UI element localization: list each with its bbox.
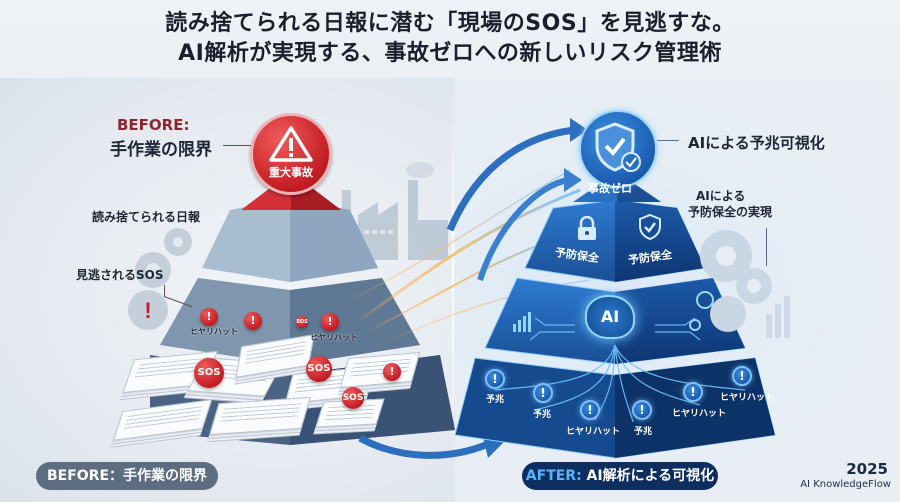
critical-accident-label: 重大事故 [269, 166, 313, 179]
callout-line [223, 145, 251, 146]
critical-accident-badge: 重大事故 [250, 113, 332, 195]
zero-accident-label: 事故ゼロ [588, 182, 632, 195]
after-summary-pill: AFTER: AI解析による可視化 [522, 462, 718, 490]
alert-exclamation-icon: ! [533, 383, 553, 403]
year-label: 2025 [846, 460, 888, 478]
sign-label: 予兆 [486, 395, 505, 405]
near-miss-label: ヒヤリハット [672, 409, 727, 419]
alert-exclamation-icon: ! [321, 313, 339, 331]
before-tag: BEFORE: [117, 116, 190, 134]
zero-accident-badge [579, 110, 657, 188]
ai-brain-icon: AI [585, 295, 635, 339]
svg-text:!: ! [144, 298, 151, 323]
after-pyramid [455, 200, 775, 459]
before-heading: 手作業の限界 [110, 140, 212, 160]
alert-exclamation-icon: ! [732, 366, 752, 386]
callout-ai-prediction: AIによる予兆可視化 [688, 134, 825, 152]
near-miss-label: ヒヤリハット [310, 333, 358, 342]
panel-divider [452, 80, 454, 460]
layer-label-daily-reports: 読み捨てられる日報 [92, 210, 201, 224]
layer-label-missed-sos: 見逃されるSOS [76, 268, 164, 282]
after-prefix: AFTER: [525, 468, 582, 484]
alert-exclamation-icon: ! [632, 400, 652, 420]
callout-line [766, 228, 767, 266]
brand-label: AI KnowledgeFlow [800, 479, 891, 490]
gear-icon: ! [128, 228, 192, 330]
sign-label: 予兆 [634, 427, 653, 437]
warning-triangle-icon [269, 126, 313, 162]
padlock-icon [578, 216, 596, 240]
title-line-2: AI解析が実現する、事故ゼロへの新しいリスク管理術 [178, 41, 722, 66]
shield-check-icon [595, 122, 641, 172]
callout-ai-maintenance-line1: AIによる [696, 189, 746, 203]
progress-arrows [446, 118, 588, 281]
alert-exclamation-icon: ! [580, 400, 600, 420]
callout-line [657, 140, 679, 141]
near-miss-label: ヒヤリハット [190, 327, 238, 336]
sign-label: 予兆 [533, 410, 552, 420]
title-line-1: 読み捨てられる日報に潜む「現場のSOS」を見逃すな。 [165, 11, 735, 36]
page-title: 読み捨てられる日報に潜む「現場のSOS」を見逃すな。 AI解析が実現する、事故ゼ… [0, 9, 900, 69]
callout-ai-maintenance-line2: 予防保全の実現 [688, 205, 773, 219]
sos-badge: SOS [306, 356, 332, 382]
sos-badge: SOS [342, 387, 364, 409]
near-miss-label: ヒヤリハット [720, 393, 775, 403]
sos-badge-small: SOS [296, 316, 308, 328]
gear-icon [700, 230, 790, 338]
alert-exclamation-icon: ! [485, 369, 505, 389]
alert-exclamation-icon: ! [683, 382, 703, 402]
alert-exclamation-icon: ! [244, 312, 262, 330]
alert-exclamation-icon: ! [383, 363, 401, 381]
callout-line [164, 285, 165, 297]
after-label: AI解析による可視化 [581, 468, 715, 484]
before-summary-pill: BEFORE：手作業の限界 [36, 462, 218, 490]
sos-badge: SOS [194, 358, 224, 388]
alert-exclamation-icon: ! [200, 308, 218, 326]
shield-check-icon [639, 213, 661, 241]
near-miss-label: ヒヤリハット [566, 427, 621, 437]
